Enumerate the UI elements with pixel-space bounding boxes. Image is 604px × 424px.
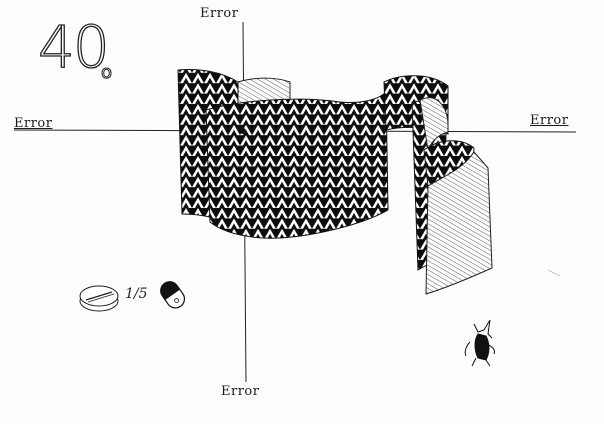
- capsule-icon: [160, 281, 186, 309]
- hatched-wall-right: [425, 151, 493, 295]
- pattern-ribbon-front: [205, 90, 389, 239]
- corner-number: 40: [37, 13, 110, 81]
- pill-tablet-icon: [79, 285, 119, 312]
- axis-label-top: Error: [200, 6, 239, 21]
- stray-mark: [547, 269, 561, 277]
- pill-ratio-label: 1/5: [125, 286, 148, 302]
- axis-origin-mark: [240, 128, 246, 134]
- hatched-panel-right: [419, 97, 449, 152]
- fox-creature-icon: [464, 319, 495, 367]
- corner-number-suffix: o: [100, 62, 113, 84]
- axis-label-bottom: Error: [221, 384, 260, 399]
- axis-label-right: Error: [530, 113, 569, 128]
- axis-label-left: Error: [14, 116, 53, 131]
